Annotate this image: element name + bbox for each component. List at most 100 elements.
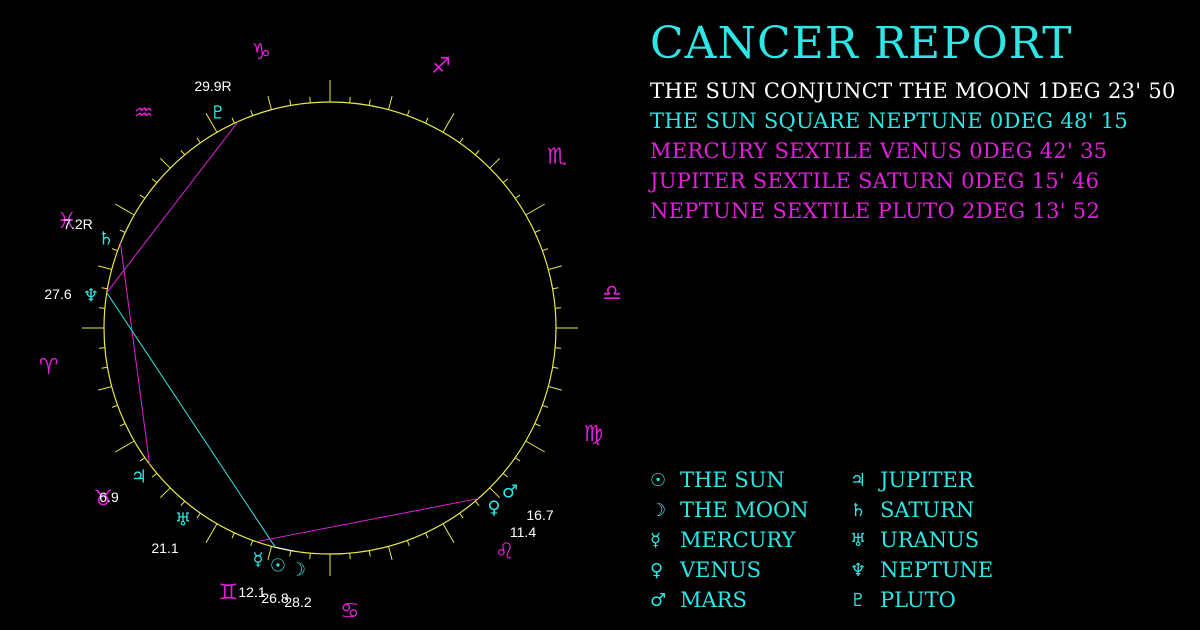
wheel-tick — [548, 386, 562, 391]
wheel-tick — [151, 472, 158, 478]
sun-degree-label: 26.8 — [261, 590, 288, 606]
pluto-icon: ♇ — [850, 589, 867, 611]
legend-item-uranus: ♅ URANUS — [850, 525, 1050, 555]
mercury-icon: ☿ — [252, 550, 263, 571]
wheel-tick — [502, 178, 509, 184]
wheel-tick — [159, 157, 171, 169]
wheel-tick — [425, 532, 429, 539]
legend-item-saturn: ♄ SATURN — [850, 495, 1050, 525]
wheel-tick — [489, 157, 501, 169]
wheel-tick — [111, 248, 118, 252]
wheel-tick — [231, 532, 235, 539]
aspect-line-sun-moon — [275, 546, 295, 552]
wheel-tick — [425, 117, 429, 124]
mercury-icon: ☿ — [650, 529, 662, 551]
legend-label: MARS — [680, 588, 747, 612]
aspect-jupiter-sextile-saturn: JUPITER SEXTILE SATURN 0DEG 15' 46 — [650, 169, 1100, 193]
wheel-tick — [309, 553, 311, 560]
neptune-icon: ♆ — [850, 559, 867, 581]
wheel-tick — [119, 229, 126, 233]
legend-item-pluto: ♇ PLUTO — [850, 585, 1050, 615]
wheel-tick — [139, 457, 146, 462]
wheel-tick — [98, 265, 112, 270]
moon-icon: ☽ — [650, 499, 667, 521]
uranus-icon: ♅ — [850, 529, 867, 551]
sun-icon: ☉ — [650, 469, 667, 491]
wheel-tick — [534, 423, 541, 427]
wheel-ticks — [82, 80, 578, 576]
wheel-tick — [525, 203, 546, 216]
wheel-tick — [548, 265, 562, 270]
wheel-tick — [474, 500, 480, 507]
wheel-tick — [111, 404, 118, 408]
wheel-tick — [119, 423, 126, 427]
planet-glyphs: ♇♄♆♃♅☿☉☽♀♂ — [83, 103, 518, 581]
legend-label: MERCURY — [680, 528, 796, 552]
cancer-sign-icon: ♋ — [340, 599, 360, 624]
wheel-tick — [442, 523, 455, 544]
aspect-line-mercury-venus — [256, 498, 479, 543]
uranus-degree-label: 21.1 — [151, 540, 178, 556]
legend-label: JUPITER — [880, 468, 974, 492]
aspect-line-neptune-sun — [106, 292, 276, 548]
wheel-tick — [205, 112, 218, 133]
legend-label: THE MOON — [680, 498, 809, 522]
moon-degree-label: 28.2 — [284, 594, 311, 610]
legend-item-sun: ☉ THE SUN — [650, 465, 850, 495]
wheel-tick — [289, 99, 292, 106]
taurus-sign-icon: ♉ — [93, 486, 113, 511]
aspect-sun-conjunct-moon: THE SUN CONJUNCT THE MOON 1DEG 23' 50 — [650, 79, 1176, 103]
legend-label: NEPTUNE — [880, 558, 994, 582]
wheel-tick — [514, 457, 521, 462]
wheel-tick — [139, 194, 146, 199]
legend-label: PLUTO — [880, 588, 956, 612]
wheel-tick — [406, 540, 410, 547]
wheel-tick — [98, 347, 105, 349]
legend-item-mars: ♂ MARS — [650, 585, 850, 615]
mars-icon: ♂ — [502, 482, 518, 503]
legend-label: SATURN — [880, 498, 975, 522]
legend-label: THE SUN — [680, 468, 785, 492]
wheel-tick — [180, 149, 186, 156]
gemini-sign-icon: ♊ — [218, 581, 238, 606]
legend-item-jupiter: ♃ JUPITER — [850, 465, 1050, 495]
saturn-degree-label: 7.2R — [63, 216, 93, 232]
scorpio-sign-icon: ♏ — [547, 145, 567, 170]
wheel-tick — [101, 366, 108, 369]
wheel-tick — [514, 194, 521, 199]
leo-sign-icon: ♌ — [495, 539, 515, 564]
aspect-line-saturn-jupiter — [119, 243, 151, 465]
venus-icon: ♀ — [487, 498, 500, 519]
jupiter-degree-label: 6.9 — [99, 489, 119, 505]
wheel-tick — [388, 546, 393, 560]
neptune-icon: ♆ — [83, 286, 99, 307]
aspect-mercury-sextile-venus: MERCURY SEXTILE VENUS 0DEG 42' 35 — [650, 139, 1108, 163]
wheel-circle — [103, 101, 557, 555]
legend-item-venus: ♀ VENUS — [650, 555, 850, 585]
venus-icon: ♀ — [650, 559, 664, 581]
sagittarius-sign-icon: ♐ — [431, 54, 451, 79]
saturn-icon: ♄ — [850, 499, 867, 521]
wheel-tick — [114, 440, 135, 453]
moon-icon: ☽ — [290, 560, 306, 581]
wheel-tick — [98, 386, 112, 391]
aspect-line-neptune-pluto — [106, 121, 239, 293]
wheel-tick — [196, 137, 201, 144]
libra-sign-icon: ♎ — [602, 281, 622, 306]
legend-item-moon: ☽ THE MOON — [650, 495, 850, 525]
wheel-tick — [196, 512, 201, 519]
pluto-icon: ♇ — [210, 103, 226, 124]
wheel-tick — [442, 112, 455, 133]
wheel-tick — [459, 512, 464, 519]
zodiac-signs: ♑♐♏♎♍♌♋♊♉♈♓♒ — [39, 40, 622, 624]
wheel-tick — [368, 550, 371, 557]
wheel-tick — [534, 229, 541, 233]
wheel-tick — [289, 550, 292, 557]
wheel-tick — [205, 523, 218, 544]
wheel-tick — [502, 472, 509, 478]
pisces-sign-icon: ♓ — [57, 209, 77, 234]
legend-label: VENUS — [680, 558, 761, 582]
wheel-tick — [267, 546, 272, 560]
wheel-tick — [555, 307, 562, 309]
